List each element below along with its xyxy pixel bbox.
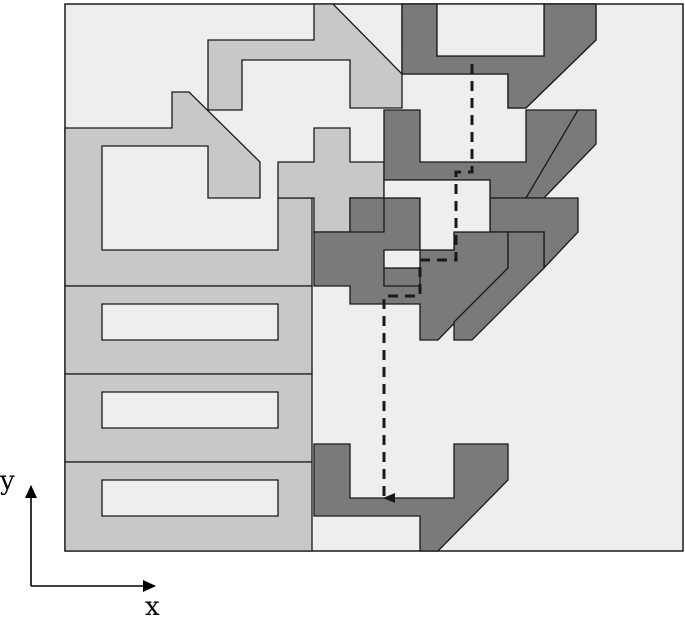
piece-left-arrow <box>64 91 313 287</box>
x-axis-label: x <box>145 592 160 622</box>
gap-mid-channel <box>383 249 421 269</box>
piece-dark-bottom-u <box>313 443 509 552</box>
piece-dark-small-a <box>349 197 385 233</box>
piece-dark-small-b <box>383 267 421 287</box>
gap-top-right <box>436 3 545 57</box>
y-axis-label: y <box>0 466 15 496</box>
piece-top-hook <box>207 3 403 111</box>
gap-mid-right <box>383 179 491 251</box>
piece-dark-mid-2 <box>524 109 597 199</box>
placement-path <box>382 64 474 503</box>
piece-dark-mid-5 <box>453 231 545 341</box>
piece-u-row-3 <box>64 461 313 552</box>
